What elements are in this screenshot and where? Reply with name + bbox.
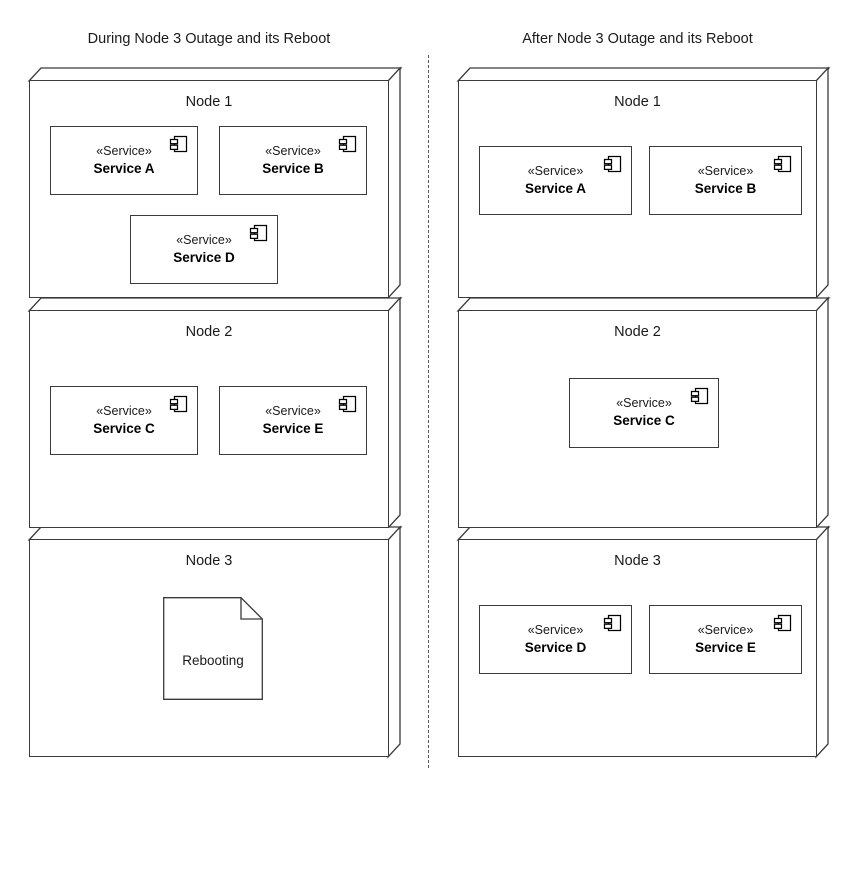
service-component-service-e[interactable]: «Service» Service E [219,386,367,455]
service-name: Service B [694,180,757,196]
service-component-service-c[interactable]: «Service» Service C [569,378,719,448]
component-icon [773,613,793,633]
service-name: Service A [93,160,155,176]
service-name: Service B [262,160,324,176]
service-stereotype: «Service» [697,163,754,178]
component-icon [603,613,623,633]
service-component-service-e[interactable]: «Service» Service E [649,605,802,674]
service-name: Service E [262,420,324,436]
service-stereotype: «Service» [176,232,232,247]
component-icon [169,134,189,154]
node-side-face [815,66,829,300]
panel-title-left: During Node 3 Outage and its Reboot [87,31,331,47]
node-label: Node 2 [185,324,233,340]
component-icon [603,154,623,174]
component-icon [249,223,269,243]
node-box-right-node3[interactable]: Node 3 «Service» Service D «Service» Ser… [456,525,831,759]
service-stereotype: «Service» [697,622,754,637]
node-box-left-node2[interactable]: Node 2 «Service» Service C «Service» Ser… [27,296,403,530]
service-component-service-d[interactable]: «Service» Service D [479,605,632,674]
node-label: Node 1 [185,94,233,110]
service-stereotype: «Service» [96,403,152,418]
service-name: Service D [173,249,235,265]
service-component-service-a[interactable]: «Service» Service A [479,146,632,215]
rebooting-note[interactable]: Rebooting [163,597,263,700]
panel-title-right: After Node 3 Outage and its Reboot [522,31,753,47]
component-icon [338,134,358,154]
node-side-face [815,525,829,759]
node-box-right-node2[interactable]: Node 2 «Service» Service C [456,296,831,530]
service-component-service-d[interactable]: «Service» Service D [130,215,278,284]
service-name: Service E [695,639,756,655]
service-stereotype: «Service» [616,396,672,411]
node-side-face [387,296,401,530]
node-side-face [387,66,401,300]
service-component-service-c[interactable]: «Service» Service C [50,386,198,455]
service-stereotype: «Service» [527,622,584,637]
component-icon [690,386,710,406]
note-text: Rebooting [182,653,244,668]
service-name: Service C [93,420,155,436]
component-icon [338,394,358,414]
service-name: Service D [524,639,587,655]
service-stereotype: «Service» [265,143,321,158]
component-icon [169,394,189,414]
component-icon [773,154,793,174]
service-stereotype: «Service» [96,143,152,158]
node-box-left-node3[interactable]: Node 3 Rebooting [27,525,403,759]
service-name: Service A [524,180,587,196]
node-label: Node 2 [614,324,661,340]
node-box-right-node1[interactable]: Node 1 «Service» Service A «Service» Ser… [456,66,831,300]
service-name: Service C [613,413,675,429]
node-side-face [387,525,401,759]
panel-divider [428,55,429,768]
node-box-left-node1[interactable]: Node 1 «Service» Service A «Service» Ser… [27,66,403,300]
node-side-face [815,296,829,530]
node-label: Node 3 [614,553,661,569]
service-stereotype: «Service» [265,403,321,418]
node-label: Node 1 [614,94,661,110]
service-component-service-b[interactable]: «Service» Service B [649,146,802,215]
service-component-service-b[interactable]: «Service» Service B [219,126,367,195]
service-component-service-a[interactable]: «Service» Service A [50,126,198,195]
node-label: Node 3 [185,553,233,569]
service-stereotype: «Service» [527,163,584,178]
